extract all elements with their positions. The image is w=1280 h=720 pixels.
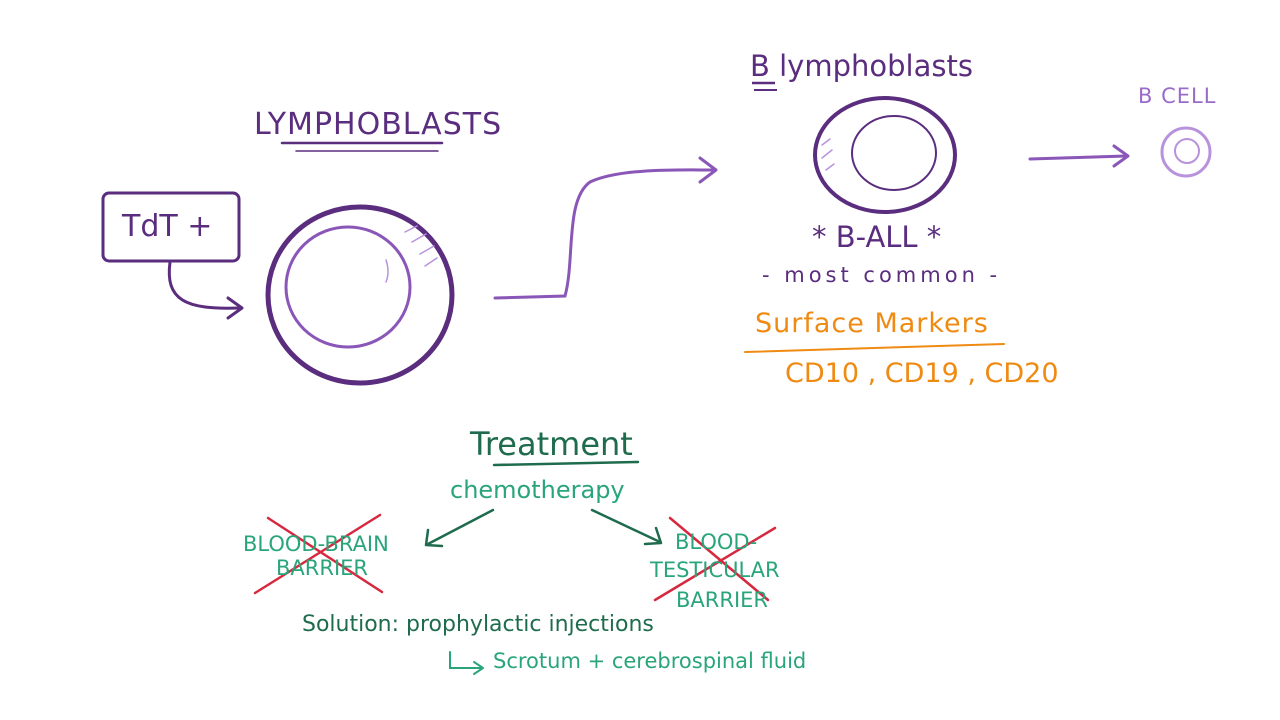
b-cell-inner — [1174, 138, 1200, 164]
btb-cross-1 — [668, 516, 770, 602]
scrotum-arrow — [449, 651, 483, 669]
btb-cross-2 — [653, 526, 777, 602]
b-all-label: * B-ALL * — [812, 220, 942, 254]
btb-label-line1: BLOOD- — [675, 530, 758, 554]
chemo-right-arrow — [590, 508, 662, 544]
bbb-label-line1: BLOOD-BRAIN — [243, 532, 389, 556]
scrotum-arrowhead — [473, 661, 484, 675]
lymphoblast-cell-inner — [284, 225, 412, 349]
bbb-cross-2 — [253, 513, 382, 595]
chemo-right-arrowhead — [643, 526, 663, 546]
btb-label-line2: TESTICULAR — [650, 558, 780, 582]
solution-label: Solution: prophylactic injections — [302, 612, 654, 637]
lymphoblasts-title: LYMPHOBLASTS — [254, 107, 503, 142]
treatment-title: Treatment — [470, 425, 633, 463]
lymphoblast-cell-shading — [385, 225, 438, 283]
scrotum-label: Scrotum + cerebrospinal fluid — [493, 649, 807, 673]
tdt-arrowhead — [226, 296, 244, 320]
btb-label-line3: BARRIER — [676, 588, 769, 612]
markers-list: CD10 , CD19 , CD20 — [785, 358, 1059, 389]
surface-markers-underline — [744, 343, 1005, 353]
tdt-label: TdT + — [122, 209, 213, 244]
bbb-cross-1 — [266, 516, 384, 594]
bbb-label-line2: BARRIER — [276, 556, 369, 580]
to-b-lymphoblasts-arrowhead — [698, 156, 718, 184]
b-lymphoblast-cell-inner — [851, 115, 937, 191]
most-common-label: - most common - — [762, 263, 1002, 287]
surface-markers-title: Surface Markers — [755, 308, 989, 339]
tdt-arrow — [167, 260, 242, 310]
lymphoblast-cell-outer — [265, 204, 455, 386]
to-b-cell-arrowhead — [1112, 144, 1130, 168]
b-cell-title: B CELL — [1138, 84, 1217, 108]
chemo-left-arrowhead — [424, 528, 444, 548]
b-lymphoblasts-title: B lymphoblasts — [750, 49, 973, 83]
b-lymphoblast-cell-shading — [821, 138, 835, 171]
to-b-cell-arrow — [1028, 154, 1128, 161]
chemotherapy-label: chemotherapy — [450, 476, 625, 504]
b-cell-outer — [1160, 126, 1212, 178]
chemo-left-arrow — [426, 508, 495, 546]
to-b-lymphoblasts-arrow — [493, 168, 714, 300]
treatment-underline — [492, 460, 640, 467]
b-lymphoblast-cell-outer — [813, 96, 957, 214]
